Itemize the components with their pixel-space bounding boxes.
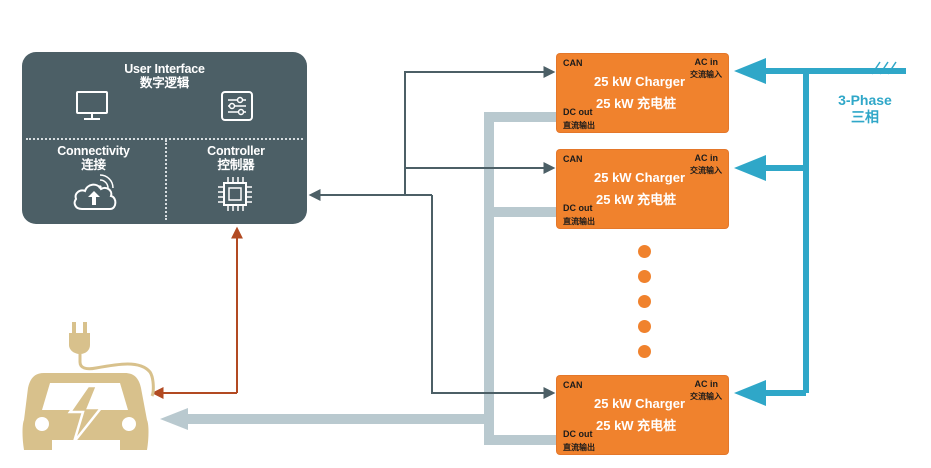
charger-module-2: CAN AC in 交流输入 25 kW Charger 25 kW 充电桩 D…	[557, 150, 728, 228]
charger-can-label: CAN	[563, 154, 583, 164]
can-line-3	[431, 195, 556, 399]
cloud-upload-icon	[73, 174, 117, 210]
panel-horizontal-divider	[26, 138, 303, 140]
controller-panel: User Interface 数字逻辑 Connectivity 连接 Cont…	[22, 52, 307, 224]
charger-ac-in-label: AC in	[694, 57, 719, 67]
charger-title: 25 kW Charger	[594, 396, 686, 411]
panel-vertical-divider	[165, 140, 167, 220]
ellipsis-dot	[638, 295, 651, 308]
charger-title-cn: 25 kW 充电桩	[596, 418, 677, 433]
ellipsis-dot	[638, 245, 651, 258]
ev-car-plug-icon	[22, 322, 155, 450]
charger-ac-in-cn-label: 交流输入	[690, 70, 722, 79]
charger-can-label: CAN	[563, 380, 583, 390]
charger-title: 25 kW Charger	[594, 170, 686, 185]
charger-ac-in-cn-label: 交流输入	[690, 166, 722, 175]
controller-cn-label: 控制器	[217, 158, 255, 172]
charger-title-cn: 25 kW 充电桩	[596, 192, 677, 207]
ellipsis-dot	[638, 345, 651, 358]
charger-dc-out-cn-label: 直流输出	[563, 443, 595, 452]
three-phase-tick-marks	[871, 61, 897, 75]
user-interface-cn-label: 数字逻辑	[139, 76, 190, 90]
user-interface-label: User Interface	[124, 62, 205, 76]
can-line-1	[404, 66, 556, 195]
charger-module-3: CAN AC in 交流输入 25 kW Charger 25 kW 充电桩 D…	[557, 376, 728, 454]
three-phase-label: 3-Phase 三相	[824, 92, 906, 126]
can-bus-lines	[308, 66, 556, 399]
ac-arrowheads	[734, 58, 766, 406]
charger-can-label: CAN	[563, 58, 583, 68]
monitor-icon	[76, 91, 108, 120]
ellipsis-dot	[638, 270, 651, 283]
connectivity-cn-label: 连接	[81, 158, 106, 172]
controller-label: Controller	[207, 144, 265, 158]
ellipsis-dot	[638, 320, 651, 333]
dc-bus-lines	[182, 112, 557, 445]
charger-module-1: CAN AC in 交流输入 25 kW Charger 25 kW 充电桩 D…	[557, 54, 728, 132]
three-phase-en: 3-Phase	[838, 92, 892, 108]
charger-dc-out-cn-label: 直流输出	[563, 217, 595, 226]
charger-ac-in-label: AC in	[694, 379, 719, 389]
vehicle-comm-line	[151, 226, 243, 399]
sliders-icon	[221, 91, 253, 121]
charger-ac-in-cn-label: 交流输入	[690, 392, 722, 401]
charger-dc-out-cn-label: 直流输出	[563, 121, 595, 130]
charger-dc-out-label: DC out	[563, 429, 593, 439]
charger-dc-out-label: DC out	[563, 203, 593, 213]
connectivity-label: Connectivity	[57, 144, 130, 158]
charger-title: 25 kW Charger	[594, 74, 686, 89]
chip-icon	[218, 177, 252, 211]
charger-title-cn: 25 kW 充电桩	[596, 96, 677, 111]
charger-ac-in-label: AC in	[694, 153, 719, 163]
dc-bus-trunk	[484, 112, 557, 445]
charger-dc-out-label: DC out	[563, 107, 593, 117]
dc-output-arrowhead	[160, 408, 188, 430]
three-phase-cn: 三相	[851, 109, 879, 125]
